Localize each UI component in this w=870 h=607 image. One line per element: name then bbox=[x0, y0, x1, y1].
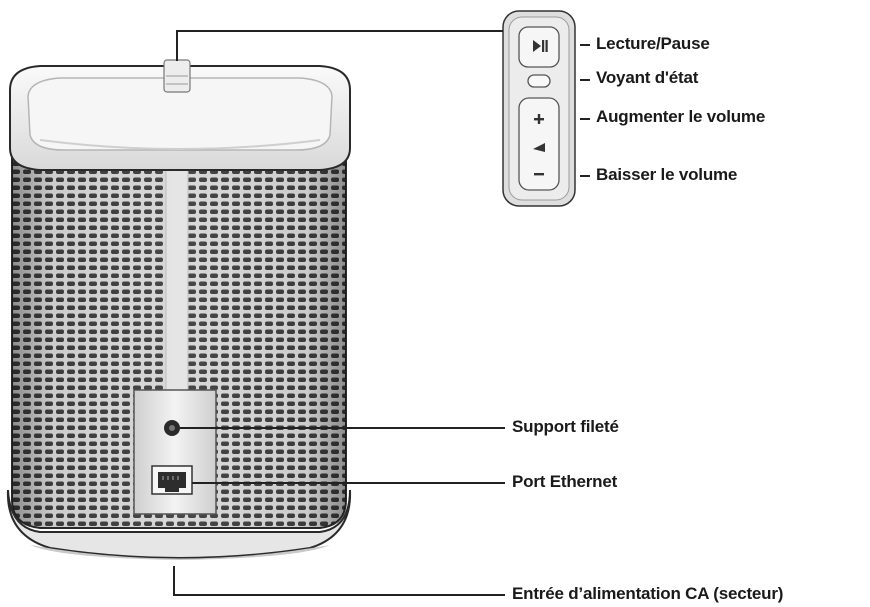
volume-rocker[interactable] bbox=[518, 97, 560, 191]
label-volume-down: Baisser le volume bbox=[596, 165, 738, 184]
speaker-base bbox=[6, 489, 352, 559]
minus-icon bbox=[534, 173, 544, 176]
ethernet-port-icon bbox=[151, 465, 193, 495]
play-pause-button[interactable] bbox=[518, 26, 560, 68]
label-ethernet-port: Port Ethernet bbox=[512, 472, 618, 491]
label-threaded-mount: Support fileté bbox=[512, 417, 619, 436]
label-play-pause: Lecture/Pause bbox=[596, 34, 710, 53]
leader-lines bbox=[173, 30, 590, 596]
threaded-mount-icon bbox=[164, 420, 180, 436]
plus-icon bbox=[534, 114, 544, 124]
rear-connection-panel bbox=[133, 389, 217, 515]
label-status-light: Voyant d'état bbox=[596, 68, 699, 87]
top-recess bbox=[27, 77, 333, 151]
volume-wedge-icon bbox=[533, 143, 545, 152]
speaker-body bbox=[6, 59, 352, 560]
label-power-input: Entrée d’alimentation CA (secteur) bbox=[512, 584, 784, 603]
control-panel-zoom bbox=[502, 10, 576, 207]
play-pause-icon bbox=[533, 40, 548, 52]
label-volume-up: Augmenter le volume bbox=[596, 107, 766, 126]
status-light bbox=[527, 74, 551, 88]
